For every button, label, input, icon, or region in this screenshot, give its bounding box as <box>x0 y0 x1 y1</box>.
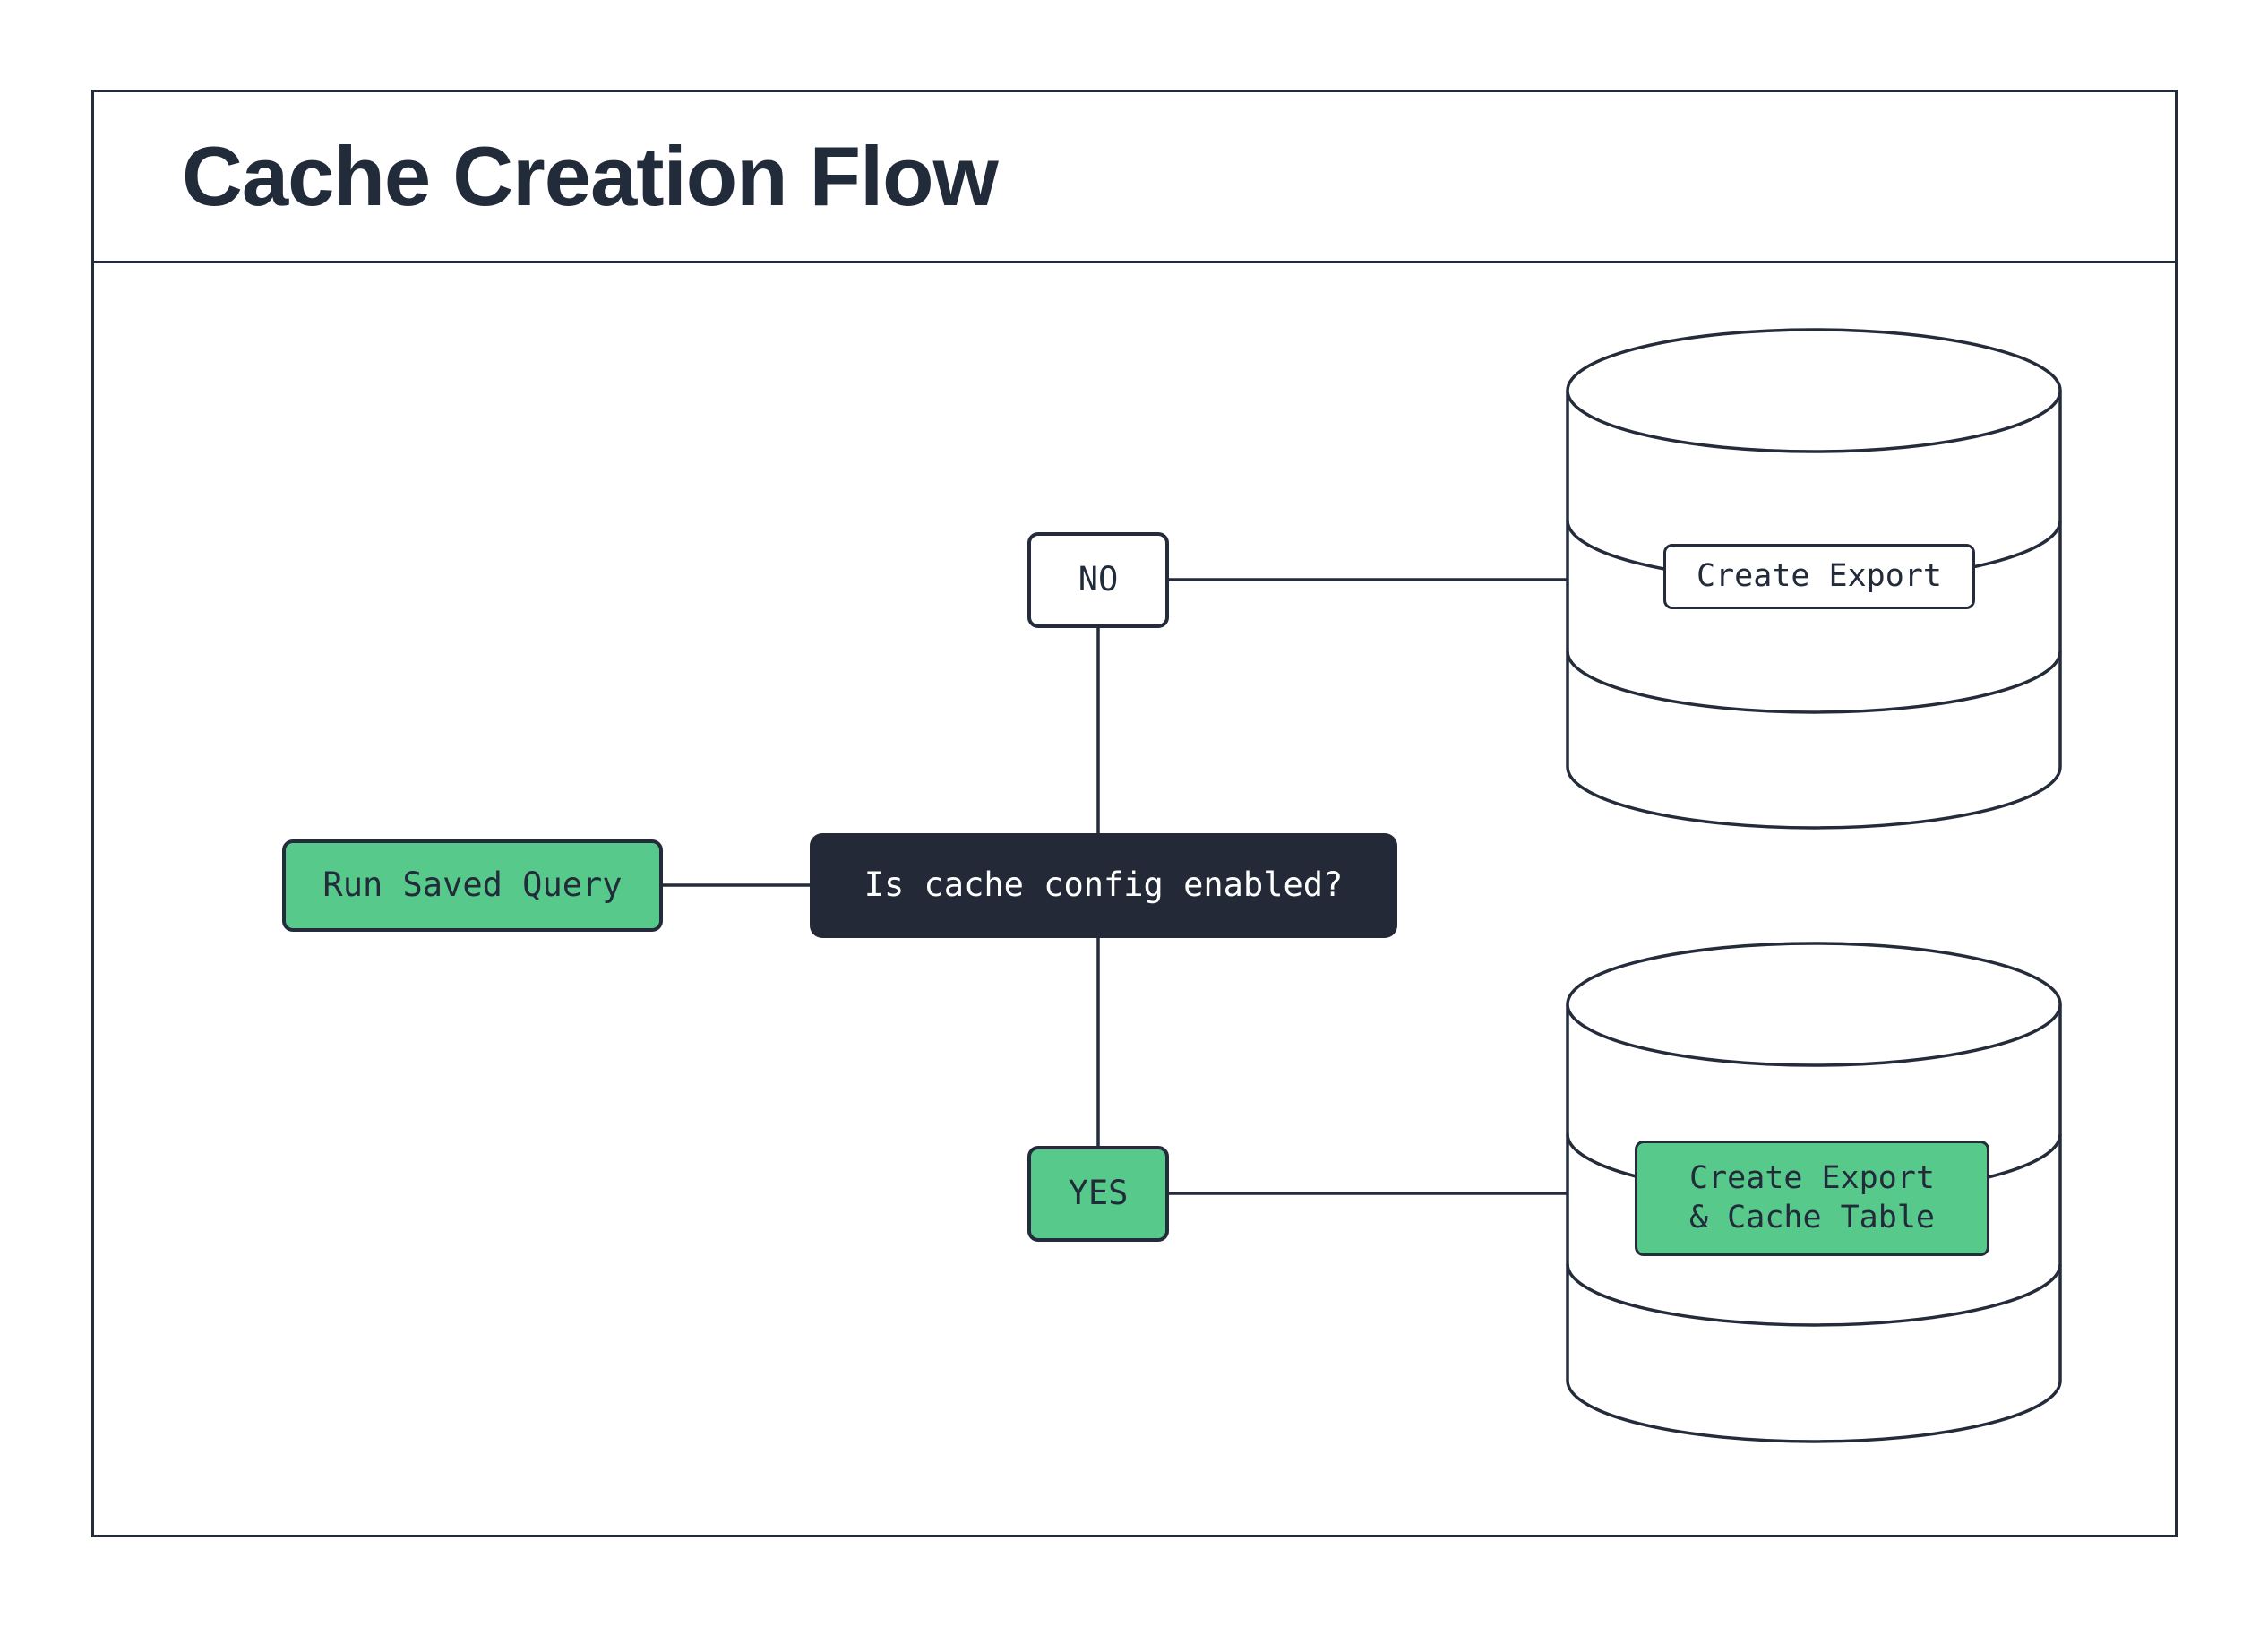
database-icon <box>1566 328 2062 830</box>
node-create-export-cache-table: Create Export & Cache Table <box>1635 1141 1989 1256</box>
branch-yes-label: YES <box>1027 1146 1169 1242</box>
node-run-saved-query: Run Saved Query <box>282 839 663 932</box>
branch-no-text: NO <box>1078 560 1119 599</box>
page-title: Cache Creation Flow <box>182 129 999 223</box>
node-decision-label: Is cache config enabled? <box>863 865 1344 905</box>
node-create-export-cache-table-label: Create Export & Cache Table <box>1689 1159 1935 1235</box>
branch-no-label: NO <box>1027 532 1169 628</box>
node-create-export: Create Export <box>1663 544 1975 609</box>
node-create-export-label: Create Export <box>1697 557 1942 594</box>
branch-yes-text: YES <box>1068 1174 1129 1213</box>
title-bar: Cache Creation Flow <box>94 92 2175 263</box>
node-decision-cache-config: Is cache config enabled? <box>810 833 1397 938</box>
node-run-saved-query-label: Run Saved Query <box>322 865 623 905</box>
